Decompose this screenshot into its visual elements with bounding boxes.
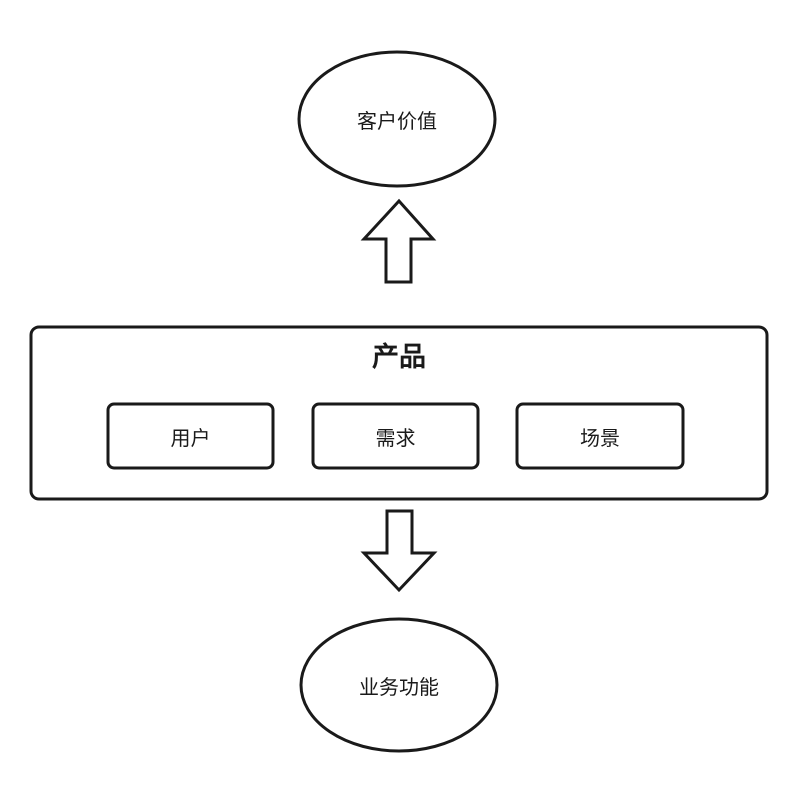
top-node-ellipse: [297, 50, 497, 188]
item-box-user: [106, 402, 275, 470]
top-node-label: 客户价值: [357, 108, 437, 133]
up-arrow: [360, 198, 437, 284]
down-arrow: [360, 509, 438, 593]
item-label-demand: 需求: [375, 425, 416, 450]
bottom-node-ellipse: [299, 617, 499, 753]
item-box-demand: [311, 402, 480, 470]
item-label-user: 用户: [170, 425, 211, 450]
item-label-scene: 场景: [580, 425, 620, 450]
bottom-node-label: 业务功能: [359, 674, 439, 699]
product-title: 产品: [372, 341, 426, 373]
item-box-scene: [515, 402, 685, 470]
